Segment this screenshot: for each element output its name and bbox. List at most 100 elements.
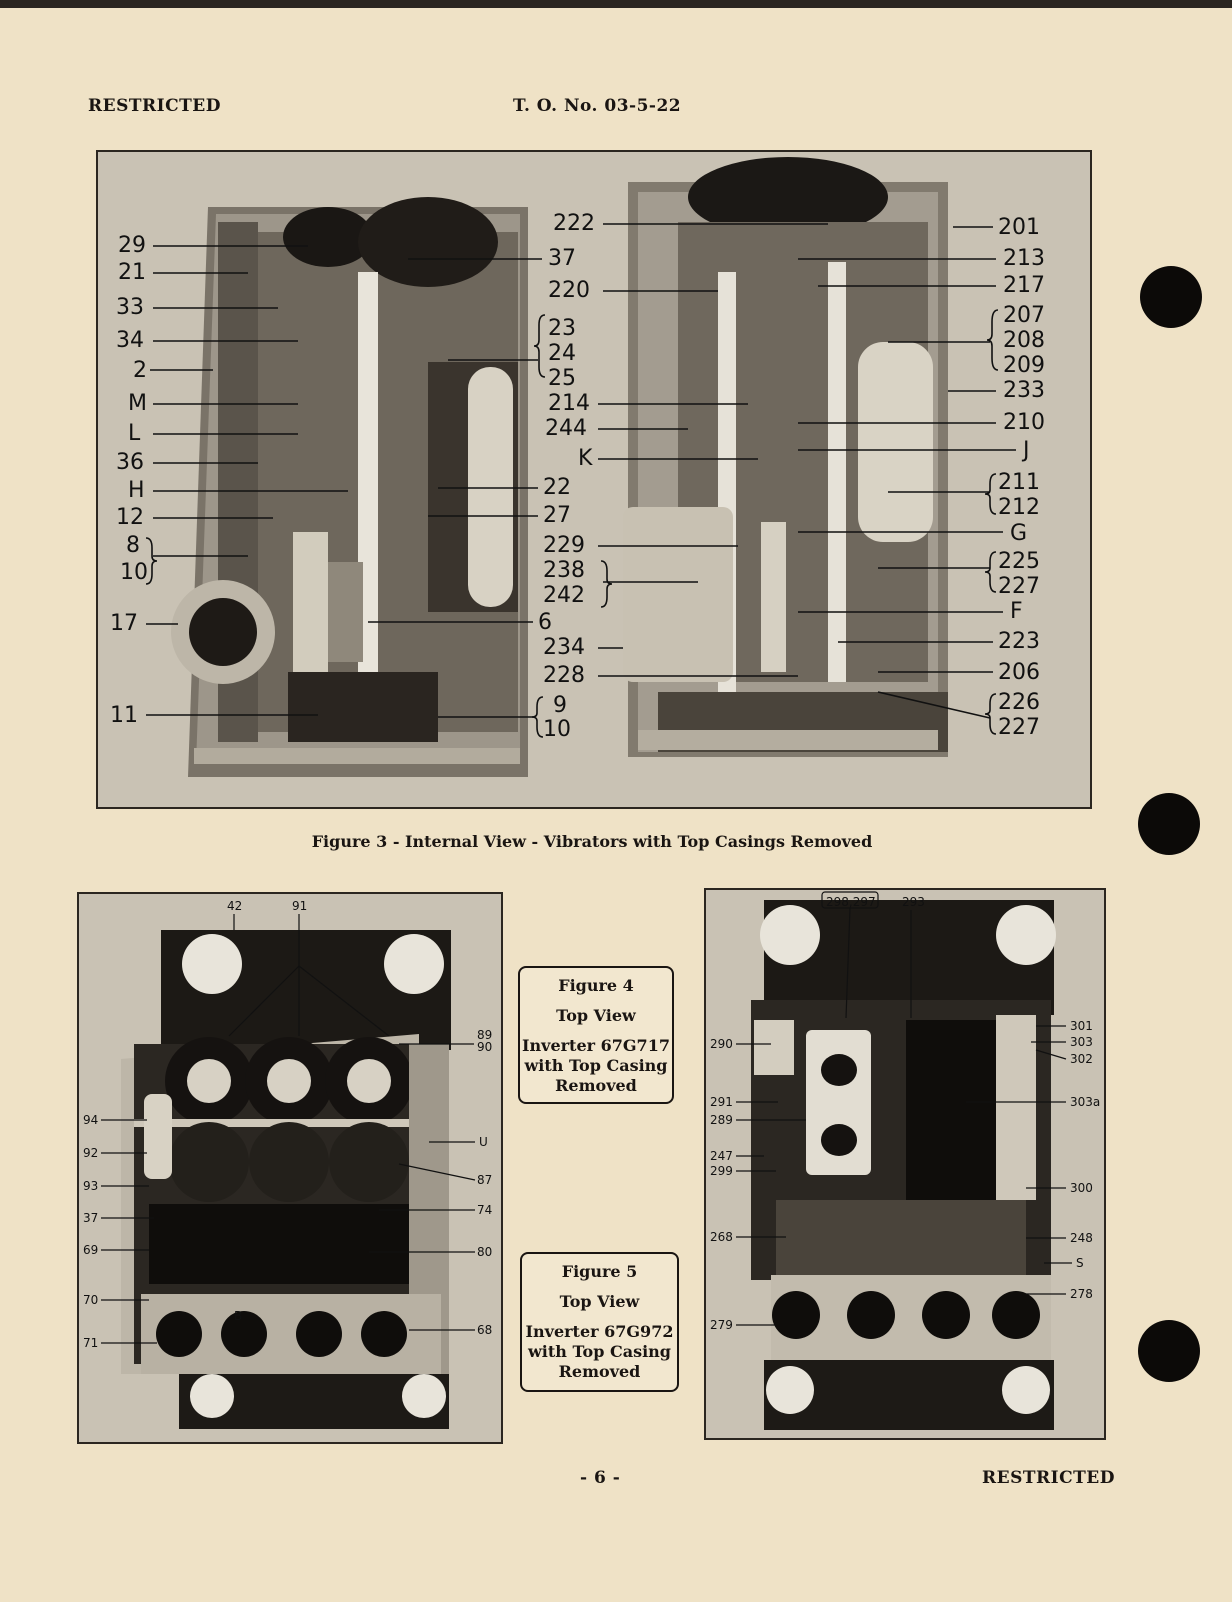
callout-301: 301: [1070, 1019, 1093, 1033]
callout-210: 210: [1003, 410, 1045, 435]
callout-206: 206: [998, 660, 1040, 685]
page-top-edge: [0, 0, 1232, 8]
callout-298-297: 298,297: [826, 895, 876, 909]
callout-37-fig4: 37: [83, 1211, 98, 1225]
callout-68: 68: [477, 1323, 492, 1337]
callout-242: 242: [543, 583, 585, 608]
callout-M: M: [128, 391, 147, 416]
callout-92: 92: [83, 1146, 98, 1160]
callout-11: 11: [110, 703, 138, 728]
figure5-subtitle: Top View: [559, 1292, 640, 1311]
callout-71: 71: [83, 1336, 98, 1350]
callout-303a: 303a: [1070, 1095, 1100, 1109]
callout-F: F: [1010, 599, 1023, 624]
figure4-body-line2: with Top Casing: [524, 1056, 668, 1075]
callout-U: U: [479, 1135, 488, 1149]
callout-213: 213: [1003, 246, 1045, 271]
callout-10-middle: 10: [543, 717, 571, 742]
figure5-body-line1: Inverter 67G972: [525, 1322, 674, 1341]
callout-33: 33: [116, 295, 144, 320]
header-document-number: T. O. No. 03-5-22: [513, 96, 682, 116]
callout-299: 299: [710, 1164, 733, 1178]
binder-hole-middle: [1138, 793, 1200, 855]
callout-248: 248: [1070, 1231, 1093, 1245]
callout-6: 6: [538, 610, 552, 635]
callout-300: 300: [1070, 1181, 1093, 1195]
callout-226: 226: [998, 690, 1040, 715]
callout-8: 8: [126, 533, 140, 558]
callout-91: 91: [292, 899, 307, 913]
callout-17: 17: [110, 611, 138, 636]
callout-2: 2: [133, 358, 147, 383]
callout-227-a: 227: [998, 574, 1040, 599]
figure5-caption-box: Figure 5 Top View Inverter 67G972 with T…: [520, 1252, 679, 1392]
callout-247: 247: [710, 1149, 733, 1163]
callout-201: 201: [998, 215, 1040, 240]
callout-278: 278: [1070, 1287, 1093, 1301]
callout-229: 229: [543, 533, 585, 558]
callout-214: 214: [548, 391, 590, 416]
callout-L: L: [128, 421, 141, 446]
callout-212: 212: [998, 495, 1040, 520]
binder-hole-bottom: [1138, 1320, 1200, 1382]
figure4-body-line1: Inverter 67G717: [522, 1036, 670, 1055]
callout-302: 302: [1070, 1052, 1093, 1066]
callout-H: H: [128, 478, 145, 503]
callout-B: B: [234, 1309, 242, 1323]
right-vibrator-illustration: [623, 157, 948, 757]
callout-9: 9: [553, 693, 567, 718]
footer-classification: RESTRICTED: [982, 1468, 1115, 1488]
callout-227-b: 227: [998, 715, 1040, 740]
figure5-photo: 298,297 293 290 291 289 247 299 268 279 …: [704, 888, 1106, 1440]
callout-293: 293: [902, 895, 925, 909]
callout-37: 37: [548, 246, 576, 271]
callout-23: 23: [548, 316, 576, 341]
figure4-body-line3: Removed: [555, 1076, 637, 1095]
callout-93: 93: [83, 1179, 98, 1193]
callout-94: 94: [83, 1113, 98, 1127]
callout-25: 25: [548, 366, 576, 391]
callout-303: 303: [1070, 1035, 1093, 1049]
callout-80: 80: [477, 1245, 492, 1259]
callout-225: 225: [998, 549, 1040, 574]
callout-K: K: [578, 446, 593, 471]
callout-29: 29: [118, 233, 146, 258]
figure3-caption: Figure 3 - Internal View - Vibrators wit…: [311, 832, 873, 851]
callout-209: 209: [1003, 353, 1045, 378]
callout-207: 207: [1003, 303, 1045, 328]
binder-hole-top: [1140, 266, 1202, 328]
figure5-body-line2: with Top Casing: [528, 1342, 671, 1361]
callout-89: 89: [477, 1028, 492, 1042]
callout-268: 268: [710, 1230, 733, 1244]
figure5-title: Figure 5: [561, 1262, 638, 1281]
figure3-photo: 29 21 33 34 2 M L 36 H 12 8 10 17 11: [96, 150, 1092, 809]
callout-290: 290: [710, 1037, 733, 1051]
callout-291: 291: [710, 1095, 733, 1109]
callout-279: 279: [710, 1318, 733, 1332]
callout-289: 289: [710, 1113, 733, 1127]
figure4-title: Figure 4: [558, 976, 634, 995]
callout-74: 74: [477, 1203, 492, 1217]
callout-222: 222: [553, 211, 595, 236]
figure4-caption-box: Figure 4 Top View Inverter 67G717 with T…: [518, 966, 674, 1104]
callout-21: 21: [118, 260, 146, 285]
callout-36: 36: [116, 450, 144, 475]
callout-208: 208: [1003, 328, 1045, 353]
page-number: - 6 -: [580, 1468, 621, 1488]
callout-42: 42: [227, 899, 242, 913]
callout-220: 220: [548, 278, 590, 303]
left-vibrator-illustration: [171, 197, 528, 777]
callout-228: 228: [543, 663, 585, 688]
figure4-photo: 42 91 89 90 94 92 93 37 69 70 71 U 87 74…: [77, 892, 503, 1444]
inverter-67g972-illustration: [751, 900, 1056, 1430]
callout-S: S: [1076, 1256, 1084, 1270]
callout-12: 12: [116, 505, 144, 530]
callout-234: 234: [543, 635, 585, 660]
callout-223: 223: [998, 629, 1040, 654]
callout-238: 238: [543, 558, 585, 583]
callout-J: J: [1021, 438, 1030, 463]
inverter-67g717-illustration: [121, 930, 451, 1429]
callout-22: 22: [543, 475, 571, 500]
callout-70: 70: [83, 1293, 98, 1307]
header-classification: RESTRICTED: [88, 96, 221, 116]
